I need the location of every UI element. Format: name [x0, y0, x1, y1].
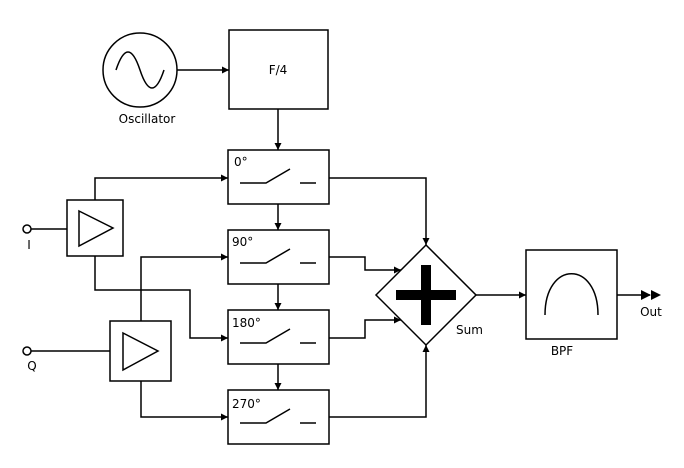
amp-q-triangle-icon: [122, 331, 160, 372]
oscillator-block: Oscillator: [102, 32, 178, 126]
bandpass-curve-icon: [544, 273, 599, 316]
input-i-label: I: [27, 238, 31, 252]
amp-q-box: [109, 320, 172, 382]
divider-block: F/4: [228, 29, 329, 110]
divider-box: [228, 29, 329, 110]
plus-vertical-bar: [421, 265, 431, 325]
bpf-block: BPF: [525, 249, 618, 358]
output-double-arrow-icon: [641, 290, 661, 300]
switch-0-label: 0°: [234, 155, 248, 169]
switch-270-icon: [240, 408, 316, 424]
switch-0-block: 0°: [227, 149, 330, 205]
switch-180-icon: [240, 328, 316, 344]
sine-wave-icon: [115, 51, 165, 89]
switch-270-box: [227, 389, 330, 445]
output-port: Out: [640, 290, 662, 319]
amp-q-to-switch-270-wire: [140, 381, 228, 421]
switch-180-box: [227, 309, 330, 365]
amp-q-block: [109, 320, 172, 382]
bpf-box: [525, 249, 618, 340]
amp-i-to-switch-180-wire: [94, 256, 228, 342]
sum-label: Sum: [456, 323, 483, 337]
divider-label: F/4: [269, 63, 288, 77]
bpf-label: BPF: [551, 344, 573, 358]
switch-180-block: 180°: [227, 309, 330, 365]
switch-180-to-sum-wire: [329, 316, 401, 339]
switch-270-label: 270°: [232, 397, 261, 411]
input-q-terminal: [22, 346, 32, 356]
sum-block: Sum: [374, 243, 483, 347]
input-i-terminal: [22, 224, 32, 234]
amp-i-triangle-icon: [78, 209, 115, 248]
input-q-label: Q: [27, 359, 36, 373]
switch-90-label: 90°: [232, 235, 253, 249]
amp-i-to-switch-0-wire: [94, 174, 228, 200]
switch-0-icon: [240, 168, 316, 184]
oscillator-label: Oscillator: [119, 112, 176, 126]
switch-0-to-sum-wire: [329, 177, 430, 245]
switch-0-box: [227, 149, 330, 205]
amp-q-to-switch-90-wire: [140, 253, 228, 321]
switch-90-to-sum-wire: [329, 256, 401, 274]
input-i-port: I: [22, 224, 32, 252]
output-label: Out: [640, 305, 662, 319]
switch-270-block: 270°: [227, 389, 330, 445]
switch-180-label: 180°: [232, 316, 261, 330]
switch-270-to-sum-wire: [329, 345, 430, 418]
switch-90-block: 90°: [227, 229, 330, 285]
switch-90-icon: [240, 248, 316, 264]
amp-i-block: [66, 199, 124, 257]
